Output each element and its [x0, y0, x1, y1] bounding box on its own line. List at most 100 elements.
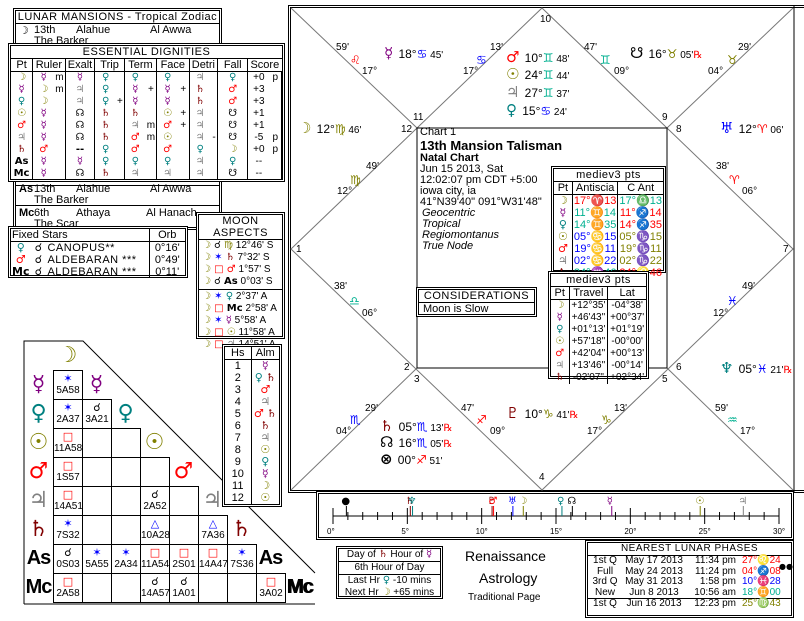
planet-degree: 27° [524, 86, 543, 100]
travel-row: ☉+57'18"-00°00' [551, 336, 646, 348]
aspect-symbol-icon: △ [208, 517, 218, 530]
house-number: 9 [662, 112, 668, 123]
planet-glyph-icon: ♂ [228, 84, 238, 95]
point: ☉ [554, 231, 573, 243]
dignity-cell: ♄ [11, 144, 34, 156]
planet-glyph-icon: ☉ [226, 327, 236, 338]
house-number: 1 [296, 244, 302, 255]
chart-setting: Geocentric [422, 207, 476, 219]
moon-aspect-row: ☽ ✶ ☿ 5°58' A [199, 315, 282, 327]
point: ♃ [554, 254, 573, 267]
retrograde-icon: ℞ [569, 410, 579, 421]
dignity-cell: ☉ [157, 132, 179, 144]
point: ☿ [554, 207, 573, 219]
aspect-cell: □14A47 [198, 544, 228, 574]
dignity-cell [54, 108, 66, 120]
aspect-cell [111, 428, 141, 458]
dignity-cell [145, 156, 158, 168]
planet-glyph-icon: ☿ [40, 168, 47, 179]
aspect-symbol-icon: ✶ [121, 546, 131, 559]
planet-glyph-icon: ☿ [76, 72, 84, 83]
dignity-cell [54, 96, 66, 108]
orb: 0°16' [148, 241, 185, 254]
point: ♄ [551, 372, 570, 384]
timeline-marker-icon: ♀ [556, 496, 565, 507]
phase-date: Jun 8 2013 [629, 586, 679, 598]
cusp-degree: 17° [362, 66, 378, 77]
mansion-name: Athaya [76, 207, 111, 219]
dignity-cell: -- [255, 168, 263, 179]
planet-glyph-icon: ♂ [15, 253, 26, 266]
planet-mercury: ☿ 18°♋ 45' [384, 45, 443, 64]
planet-glyph-icon: ♃ [195, 120, 205, 131]
dignity-cell [210, 108, 219, 120]
planet-glyph-icon: ♀ [225, 291, 234, 302]
planet-glyph-icon: ♃ [130, 168, 140, 179]
planet-minutes: 06' [767, 125, 784, 136]
cusp-degree: 04° [336, 426, 352, 437]
cusp-minutes: 49' [742, 281, 756, 292]
house-number: 3 [225, 384, 252, 396]
phase-name: 1st Q [593, 555, 617, 566]
aspect-cell: ✶2A37 [53, 399, 83, 429]
planet-glyph-icon: ♃ [557, 254, 568, 267]
column-header: Ruler [32, 59, 66, 72]
planet-glyph-icon: ♀ [163, 156, 172, 167]
dignity-cell [54, 156, 66, 168]
planet-glyph-icon: ♂ [228, 96, 238, 107]
aspect-icon: □ [210, 264, 227, 275]
planet-glyph-icon: ♀ [101, 96, 110, 107]
brand-renaissance: Renaissance [465, 548, 546, 564]
dignity-cell: +3 [253, 84, 265, 95]
aspect-symbol-icon: □ [62, 488, 74, 501]
aspect-cell: □11A58 [53, 428, 83, 458]
planet-glyph-icon: ☊ [75, 120, 85, 131]
planet-glyph-icon: ☋ [228, 120, 238, 131]
dignity-cell: +0 [253, 144, 265, 155]
planet-glyph-icon: ♂ [555, 348, 565, 359]
moon-icon: ☽ [298, 119, 317, 137]
column-header: Orb [149, 229, 185, 242]
sign-icon: ♏ [416, 420, 428, 434]
cusp-sign-icon: ♌ [350, 53, 361, 67]
house-number: 5 [225, 408, 252, 420]
aspect-cell [82, 428, 112, 458]
aspect-orb: 14A57 [141, 588, 170, 599]
dignity-cell: ♂ [217, 84, 249, 96]
phase-date: May 17 2013 [625, 555, 683, 566]
cusp-sign-icon: ♎ [349, 294, 360, 308]
dignity-cell: ♂ [33, 144, 55, 156]
dignity-cell: ♄ [95, 120, 116, 132]
mansion-arabic: Al Hanach [146, 207, 197, 219]
dignity-cell: ♃ [189, 108, 211, 120]
aspect-cell: ☌14A57 [140, 573, 170, 603]
travel-row: ♂+42'04"+00°13' [551, 348, 646, 360]
dignity-cell: ♀ [11, 96, 34, 108]
aspect-orb: 14A51 [54, 501, 83, 512]
planet-glyph-icon: ☉ [260, 443, 271, 456]
timeline-tick-label: 20° [624, 527, 637, 536]
planetary-hour-panel: Day of ♄ Hour of ☿ 6th Hour of Day Last … [336, 546, 443, 599]
sun-icon: ☉ [506, 65, 525, 83]
timeline-marker-icon: ☽ [518, 496, 528, 507]
house-number: 8 [676, 124, 682, 135]
dignity-cell: ♀ [95, 72, 116, 85]
next-hour-label: Next Hr [344, 587, 379, 598]
aspect-cell: ☌0S03 [53, 544, 83, 574]
planet-glyph-icon: ☿ [132, 96, 139, 107]
dignity-cell: p [269, 132, 282, 144]
dignity-cell: ♂ [124, 144, 145, 156]
phase-date: Jun 16 2013 [626, 598, 682, 609]
sign-icon: ♍ [334, 122, 346, 136]
grid-row-label: As [26, 547, 52, 569]
retrograde-icon: ℞ [783, 365, 793, 376]
planet-glyph-icon: ♃ [75, 84, 85, 95]
conjunction-icon: ☌ [34, 266, 43, 278]
last-hour-value: -10 mins [392, 575, 432, 586]
day-hour-row: Day of ♄ Hour of ☿ [339, 549, 440, 562]
house-number: 8 [225, 444, 252, 456]
mars-icon: ♂ [506, 48, 525, 66]
sign-icon: ♋ [416, 47, 428, 61]
moon-aspect-row: ☽ □ Mc 2°58' A [199, 303, 282, 315]
